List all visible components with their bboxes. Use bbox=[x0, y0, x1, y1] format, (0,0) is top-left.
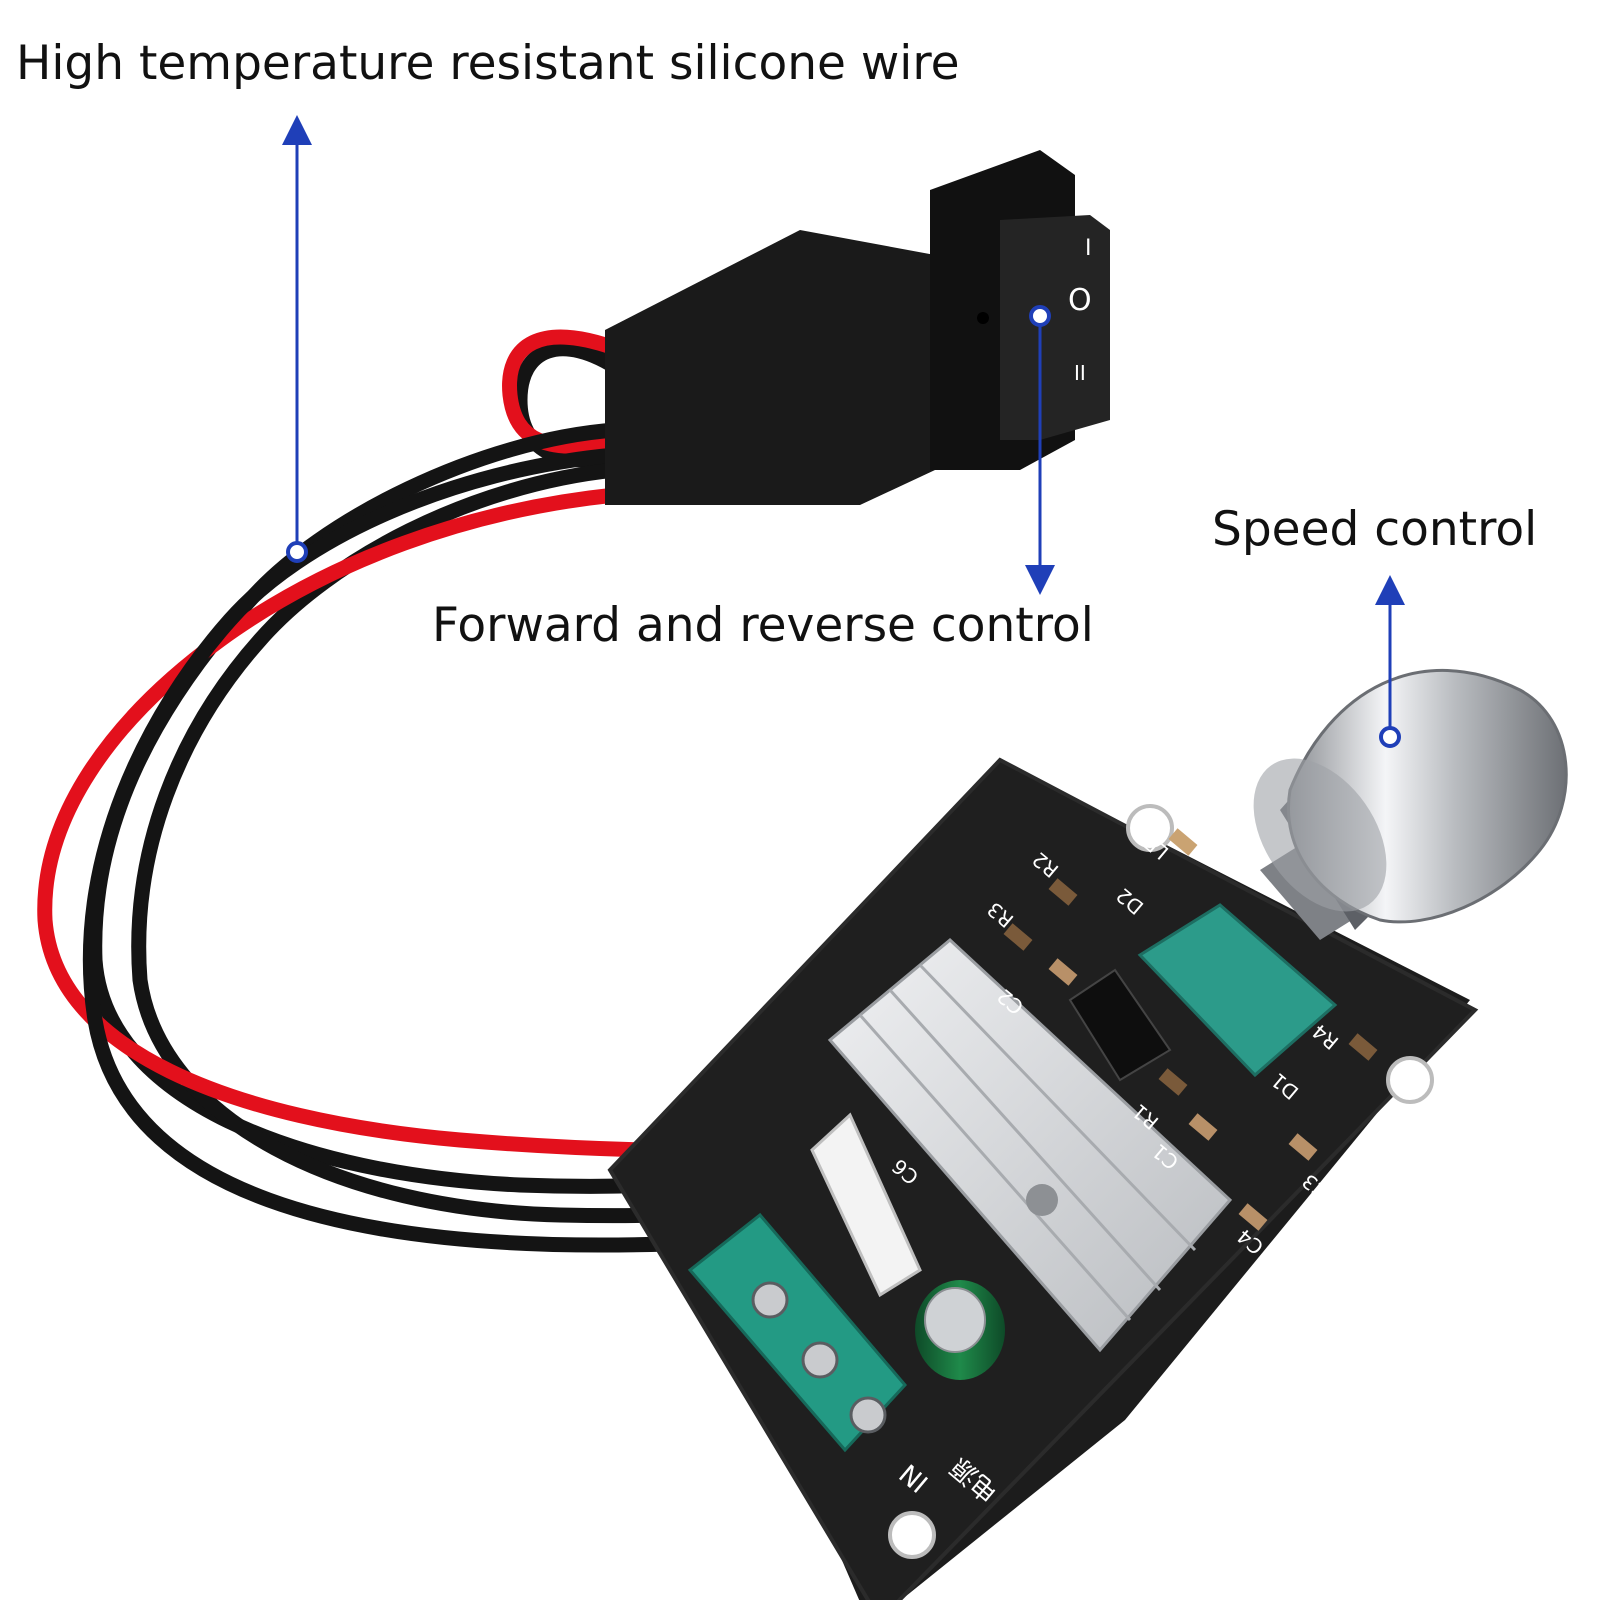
switch-arrow-dot bbox=[1029, 305, 1051, 327]
smd-capacitor bbox=[1288, 1133, 1318, 1161]
wire-red-long bbox=[37, 487, 833, 1159]
smd-resistor bbox=[1003, 923, 1033, 951]
potentiometer bbox=[1137, 903, 1338, 1078]
wire-callout: High temperature resistant silicone wire bbox=[16, 36, 960, 91]
wire-black-3 bbox=[82, 447, 873, 1253]
wire-red-loop bbox=[502, 329, 628, 454]
pcb-board: LED R2 R3 D2 C2 R4 D1 R1 C1 C3 C4 C6 IN … bbox=[607, 757, 1479, 1600]
speed-knob bbox=[1253, 668, 1568, 930]
smd-resistor bbox=[1048, 878, 1078, 906]
switch-heat-shrink bbox=[605, 230, 935, 505]
mount-hole bbox=[1126, 804, 1174, 852]
speed-callout: Speed control bbox=[1212, 502, 1538, 557]
switch-mark-top: I bbox=[1085, 236, 1092, 261]
callout-arrows bbox=[282, 115, 1405, 748]
rocker-switch: I O II bbox=[605, 150, 1110, 505]
switch-rocker bbox=[1000, 215, 1110, 440]
smd-capacitor bbox=[1238, 1203, 1268, 1231]
terminal-screw bbox=[751, 1281, 789, 1319]
switch-mark-bottom: II bbox=[1074, 361, 1086, 385]
ic-chip bbox=[1068, 968, 1172, 1082]
terminal-screw bbox=[801, 1341, 839, 1379]
wire-connector bbox=[810, 1112, 922, 1298]
led-smd bbox=[1168, 828, 1198, 856]
smd-capacitor bbox=[1048, 958, 1078, 986]
speed-arrow-dot bbox=[1379, 726, 1401, 748]
wire-arrow-dot bbox=[286, 541, 308, 563]
switch-screw bbox=[977, 312, 989, 324]
heatsink-screw bbox=[1026, 1184, 1058, 1216]
switch-mark-middle: O bbox=[1068, 283, 1092, 318]
smd-resistor bbox=[1158, 1068, 1188, 1096]
switch-callout: Forward and reverse control bbox=[432, 598, 1094, 653]
smd-capacitor bbox=[1188, 1113, 1218, 1141]
terminal-screw bbox=[849, 1396, 887, 1434]
mount-hole bbox=[1386, 1056, 1434, 1104]
mount-hole bbox=[888, 1511, 936, 1559]
smd-resistor bbox=[1348, 1033, 1378, 1061]
screw-terminal bbox=[687, 1212, 908, 1453]
